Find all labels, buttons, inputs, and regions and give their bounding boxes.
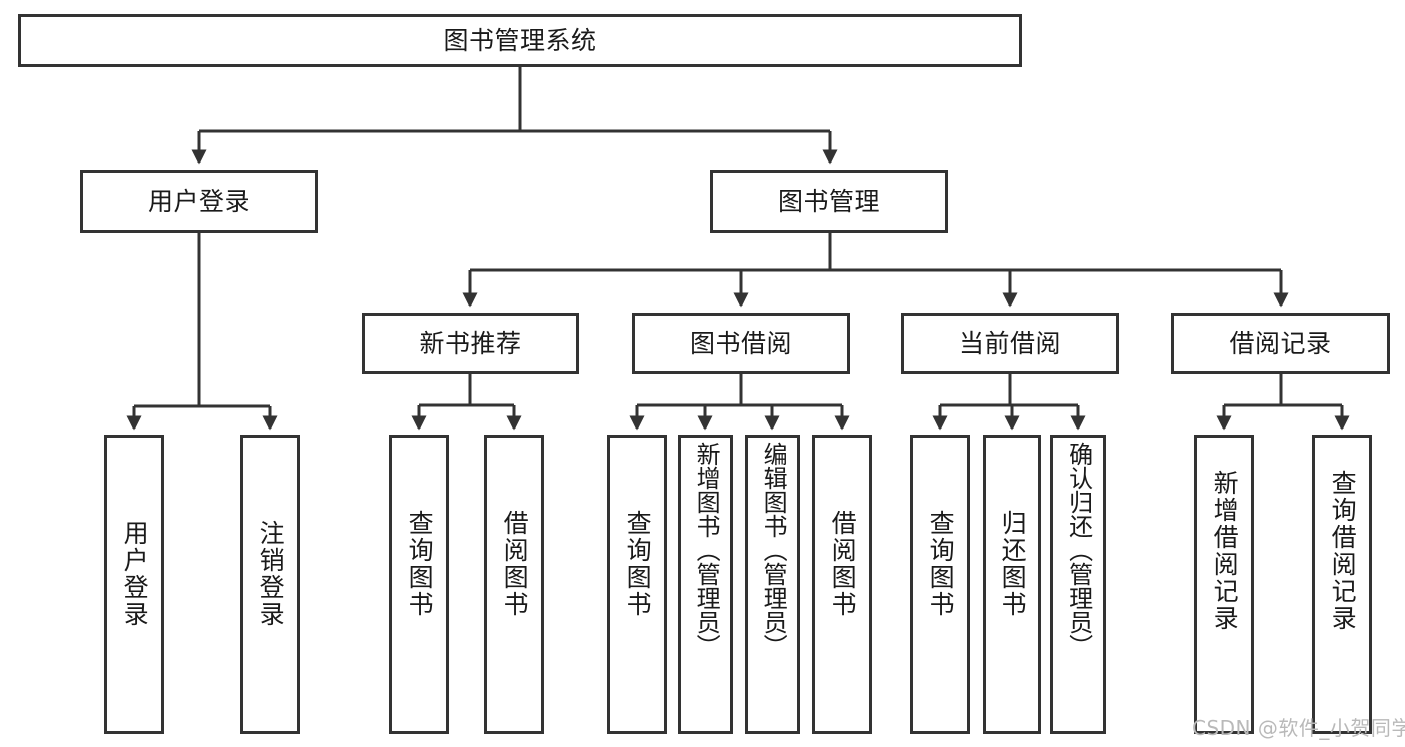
node-leaf-query-record-label: 查询借阅记录	[1328, 470, 1358, 632]
node-leaf-confirm-return-label: 确认归还（管理员）	[1064, 442, 1093, 658]
node-leaf-borrow-book-1-label: 借阅图书	[500, 510, 530, 618]
node-new-book-recommend-label: 新书推荐	[419, 328, 522, 358]
node-leaf-borrow-book-2[interactable]: 借阅图书	[812, 435, 872, 734]
node-leaf-edit-book-label: 编辑图书（管理员）	[759, 442, 788, 658]
csdn-watermark: CSDN @软件_小贺同学	[1192, 716, 1405, 740]
node-leaf-query-book-2[interactable]: 查询图书	[607, 435, 667, 734]
node-leaf-query-book-1-label: 查询图书	[405, 510, 435, 618]
node-leaf-user-login-label: 用户登录	[120, 520, 150, 628]
node-leaf-query-book-2-label: 查询图书	[623, 510, 653, 618]
node-leaf-add-record[interactable]: 新增借阅记录	[1194, 435, 1254, 734]
node-leaf-query-book-3-label: 查询图书	[926, 510, 956, 618]
node-leaf-logout-label: 注销登录	[256, 520, 286, 628]
node-leaf-query-book-1[interactable]: 查询图书	[389, 435, 449, 734]
node-leaf-borrow-book-1[interactable]: 借阅图书	[484, 435, 544, 734]
node-book-borrow-label: 图书借阅	[689, 328, 792, 358]
node-book-borrow[interactable]: 图书借阅	[632, 313, 850, 374]
node-current-borrow-label: 当前借阅	[958, 328, 1061, 358]
node-root[interactable]: 图书管理系统	[18, 14, 1022, 67]
node-book-manage-label: 图书管理	[777, 186, 880, 216]
node-root-label: 图书管理系统	[443, 25, 597, 55]
node-user-login-label: 用户登录	[147, 186, 250, 216]
node-leaf-query-book-3[interactable]: 查询图书	[910, 435, 970, 734]
node-leaf-add-record-label: 新增借阅记录	[1210, 470, 1240, 632]
node-borrow-record[interactable]: 借阅记录	[1171, 313, 1390, 374]
node-leaf-user-login[interactable]: 用户登录	[104, 435, 164, 734]
node-book-manage[interactable]: 图书管理	[710, 170, 948, 233]
node-new-book-recommend[interactable]: 新书推荐	[362, 313, 579, 374]
node-leaf-add-book-label: 新增图书（管理员）	[692, 442, 721, 658]
node-leaf-borrow-book-2-label: 借阅图书	[828, 510, 858, 618]
node-leaf-return-book[interactable]: 归还图书	[983, 435, 1041, 734]
node-leaf-confirm-return[interactable]: 确认归还（管理员）	[1050, 435, 1106, 734]
node-leaf-query-record[interactable]: 查询借阅记录	[1312, 435, 1372, 734]
node-user-login[interactable]: 用户登录	[80, 170, 318, 233]
node-leaf-return-book-label: 归还图书	[998, 510, 1028, 618]
node-leaf-add-book[interactable]: 新增图书（管理员）	[678, 435, 733, 734]
node-leaf-logout[interactable]: 注销登录	[240, 435, 300, 734]
node-borrow-record-label: 借阅记录	[1229, 328, 1332, 358]
node-current-borrow[interactable]: 当前借阅	[901, 313, 1119, 374]
node-leaf-edit-book[interactable]: 编辑图书（管理员）	[745, 435, 800, 734]
